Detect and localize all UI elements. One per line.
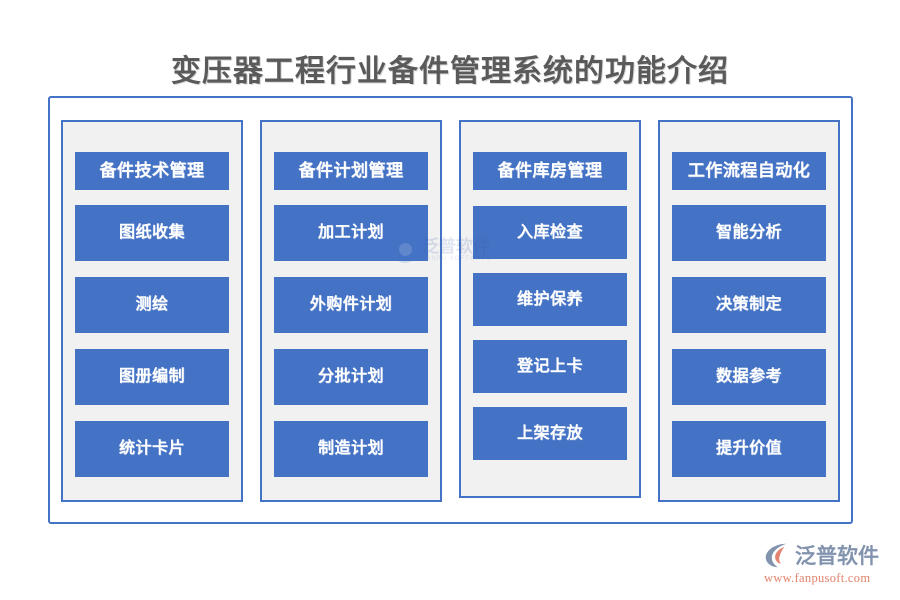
column-1-header: 备件技术管理 xyxy=(75,152,229,190)
column-3-item-4[interactable]: 上架存放 xyxy=(473,407,627,460)
column-1-item-4[interactable]: 统计卡片 xyxy=(75,421,229,477)
feature-column-2: 备件计划管理 加工计划 外购件计划 分批计划 制造计划 xyxy=(260,120,442,502)
column-4-item-4[interactable]: 提升价值 xyxy=(672,421,826,477)
brand-url: www.fanpusoft.com xyxy=(764,571,871,585)
column-2-item-3[interactable]: 分批计划 xyxy=(274,349,428,405)
page-title: 变压器工程行业备件管理系统的功能介绍 xyxy=(171,55,729,88)
feature-columns: 备件技术管理 图纸收集 测绘 图册编制 统计卡片 备件计划管理 加工计划 外购件… xyxy=(61,120,840,502)
column-3-item-1[interactable]: 入库检查 xyxy=(473,206,627,259)
column-1-item-3[interactable]: 图册编制 xyxy=(75,349,229,405)
column-1-item-1[interactable]: 图纸收集 xyxy=(75,205,229,261)
column-4-header: 工作流程自动化 xyxy=(672,152,826,190)
column-2-header: 备件计划管理 xyxy=(274,152,428,190)
column-3-item-2[interactable]: 维护保养 xyxy=(473,273,627,326)
column-2-item-4[interactable]: 制造计划 xyxy=(274,421,428,477)
column-1-item-2[interactable]: 测绘 xyxy=(75,277,229,333)
brand-logo: 泛普软件 www.fanpusoft.com xyxy=(762,540,894,588)
column-2-item-1[interactable]: 加工计划 xyxy=(274,205,428,261)
brand-name: 泛普软件 xyxy=(795,545,879,568)
fanpu-logo-icon xyxy=(765,543,787,568)
column-4-item-2[interactable]: 决策制定 xyxy=(672,277,826,333)
column-4-item-3[interactable]: 数据参考 xyxy=(672,349,826,405)
column-3-header: 备件库房管理 xyxy=(473,152,627,190)
column-4-item-1[interactable]: 智能分析 xyxy=(672,205,826,261)
outer-frame xyxy=(48,96,853,524)
feature-column-4: 工作流程自动化 智能分析 决策制定 数据参考 提升价值 xyxy=(658,120,840,502)
column-3-item-3[interactable]: 登记上卡 xyxy=(473,340,627,393)
feature-column-3: 备件库房管理 入库检查 维护保养 登记上卡 上架存放 xyxy=(459,120,641,498)
column-2-item-2[interactable]: 外购件计划 xyxy=(274,277,428,333)
feature-column-1: 备件技术管理 图纸收集 测绘 图册编制 统计卡片 xyxy=(61,120,243,502)
